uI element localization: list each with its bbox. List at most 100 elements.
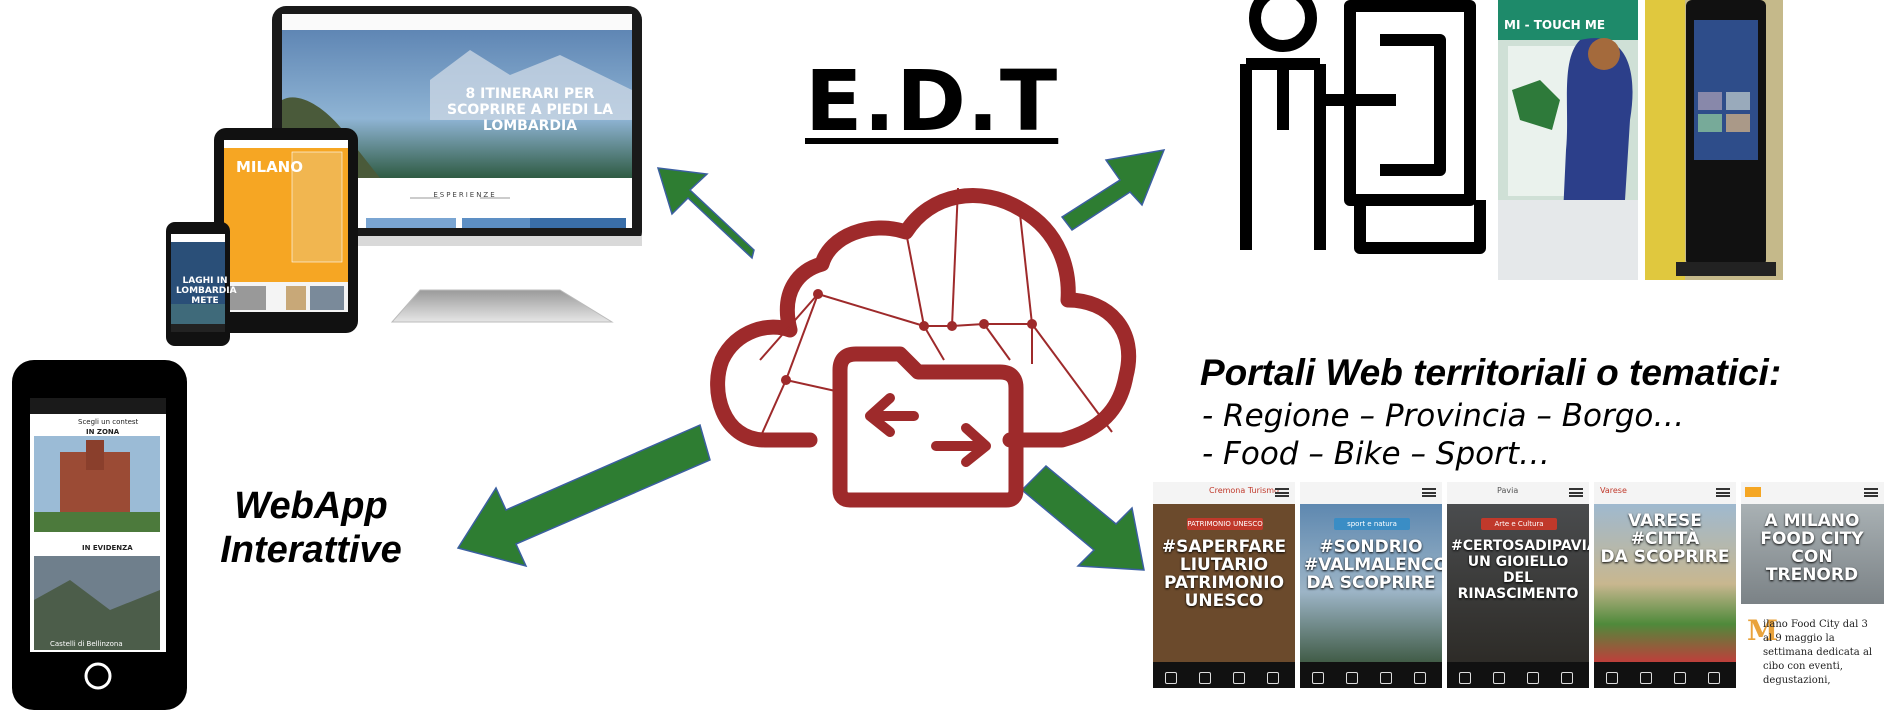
phone-headline-line: LOMBARDIA [176, 286, 237, 296]
webapp-item-label: Castelli di Bellinzona [50, 640, 123, 648]
card-header [1594, 482, 1736, 504]
menu-icon [1275, 488, 1289, 497]
museum-icon [1459, 672, 1471, 684]
card-header [1300, 482, 1442, 504]
planner-icon [1267, 672, 1279, 684]
card-caption-line: LIUTARIO [1179, 555, 1269, 575]
phone-headline-line: LAGHI IN [182, 276, 228, 286]
card-caption-line: VARESE #CITTÀ [1628, 511, 1702, 549]
card-caption-line: TRENORD [1765, 565, 1859, 585]
kiosk-user-pictogram-icon [1240, 0, 1486, 254]
card-photo [1741, 504, 1884, 604]
card-brand: Varese [1600, 486, 1627, 495]
brand-logo-icon [1745, 487, 1761, 497]
planner-icon [1561, 672, 1573, 684]
card-caption-line: PATRIMONIO [1163, 573, 1285, 593]
diagram-title: E.D.T [805, 52, 1059, 150]
megaphone-icon [1380, 672, 1392, 684]
webapp-phone-icon [12, 360, 187, 710]
card-caption-line: UN GIOIELLO DEL [1467, 554, 1569, 586]
phone-headline: LAGHI IN LOMBARDIA METE [176, 276, 237, 306]
webapp-search-label: Scegli un contest [78, 418, 139, 426]
planner-icon [1414, 672, 1426, 684]
card-caption: #SAPERFARE LIUTARIO PATRIMONIO UNESCO [1157, 538, 1291, 610]
card-brand: Pavia [1497, 486, 1519, 495]
card-badge: PATRIMONIO UNESCO [1187, 518, 1263, 530]
card-caption-line: FOOD CITY CON [1760, 529, 1864, 567]
kiosk-photo-2 [1645, 0, 1783, 280]
arrow-to-devices [656, 167, 755, 260]
card-badge: Arte e Cultura [1481, 518, 1557, 530]
monitor-headline-line: 8 ITINERARI PER [465, 86, 595, 102]
portals-bullet: - Food – Bike – Sport… [1202, 436, 1551, 472]
portals-heading: Portali Web territoriali o tematici: [1200, 352, 1782, 393]
card-caption-line: RINASCIMENTO [1457, 586, 1579, 602]
menu-icon [1864, 488, 1878, 497]
card-caption-line: #SAPERFARE [1161, 537, 1287, 557]
card-nav-bar [1594, 662, 1736, 688]
card-caption-line: UNESCO [1184, 591, 1264, 611]
megaphone-icon [1233, 672, 1245, 684]
card-article-text: ilano Food City dal 3 al 9 maggio la set… [1763, 619, 1873, 686]
monitor-section-label: ESPERIENZE [433, 191, 497, 199]
portal-card-varese: Varese VARESE #CITTÀ DA SCOPRIRE [1594, 482, 1736, 688]
planner-icon [1708, 672, 1720, 684]
card-caption-line: A MILANO [1764, 511, 1860, 531]
card-caption: #CERTOSADIPAVIA UN GIOIELLO DEL RINASCIM… [1451, 538, 1589, 602]
cloud-network-lines [759, 187, 1113, 439]
tablet-headline: MILANO [236, 158, 303, 176]
pin-icon [1346, 672, 1358, 684]
portal-card-sondrio: sport e natura #SONDRIO #VALMALENCO DA S… [1300, 482, 1442, 688]
webapp-featured-label: IN EVIDENZA [82, 544, 133, 552]
card-caption-line: DA SCOPRIRE [1600, 547, 1730, 567]
cloud-folder-icon [710, 188, 1137, 508]
card-caption: A MILANO FOOD CITY CON TRENORD [1745, 512, 1879, 584]
kiosk-touch-label: MI - TOUCH ME [1504, 18, 1606, 32]
cloud-network-nodes [781, 289, 1037, 385]
arrow-to-portals [1020, 464, 1145, 571]
menu-icon [1716, 488, 1730, 497]
smartphone-icon [166, 222, 230, 346]
card-caption-line: #SONDRIO [1319, 537, 1423, 557]
pin-icon [1493, 672, 1505, 684]
card-header [1153, 482, 1295, 504]
portals-bullet: - Regione – Provincia – Borgo… [1202, 398, 1685, 434]
museum-icon [1312, 672, 1324, 684]
museum-icon [1165, 672, 1177, 684]
museum-icon [1606, 672, 1618, 684]
pin-icon [1199, 672, 1211, 684]
kiosk-photo-1 [1498, 0, 1638, 280]
card-photo [1594, 504, 1736, 664]
monitor-headline-line: LOMBARDIA [482, 118, 578, 134]
portal-card-cremona: Cremona Turismo PATRIMONIO UNESCO #SAPER… [1153, 482, 1295, 688]
portal-card-milano-food: A MILANO FOOD CITY CON TRENORD M ilano F… [1741, 482, 1884, 688]
card-photo [1300, 504, 1442, 664]
monitor-headline-line: SCOPRIRE A PIEDI LA [447, 102, 613, 118]
card-photo [1153, 504, 1295, 664]
card-nav-bar [1300, 662, 1442, 688]
arrow-to-webapp [456, 423, 711, 568]
card-caption: VARESE #CITTÀ DA SCOPRIRE [1598, 512, 1732, 566]
card-header [1447, 482, 1589, 504]
pin-icon [1640, 672, 1652, 684]
menu-icon [1569, 488, 1583, 497]
card-header [1741, 482, 1884, 504]
card-photo [1447, 504, 1589, 664]
megaphone-icon [1527, 672, 1539, 684]
arrows [456, 149, 1166, 571]
webapp-zone-label: IN ZONA [86, 428, 120, 436]
card-brand: Cremona Turismo [1209, 486, 1279, 495]
portal-card-pavia: Pavia Arte e Cultura #CERTOSADIPAVIA UN … [1447, 482, 1589, 688]
card-caption-line: #VALMALENCO [1304, 555, 1442, 575]
webapp-label-line: Interattive [220, 529, 402, 571]
tablet-icon [214, 128, 358, 333]
card-caption-line: #CERTOSADIPAVIA [1451, 538, 1589, 554]
megaphone-icon [1674, 672, 1686, 684]
card-caption: #SONDRIO #VALMALENCO DA SCOPRIRE [1304, 537, 1442, 592]
webapp-label: WebApp Interattive [206, 484, 416, 572]
phone-headline-line: METE [191, 296, 219, 306]
arrow-to-kiosk [1060, 149, 1166, 232]
monitor-headline: 8 ITINERARI PER SCOPRIRE A PIEDI LA LOMB… [380, 86, 680, 134]
menu-icon [1422, 488, 1436, 497]
